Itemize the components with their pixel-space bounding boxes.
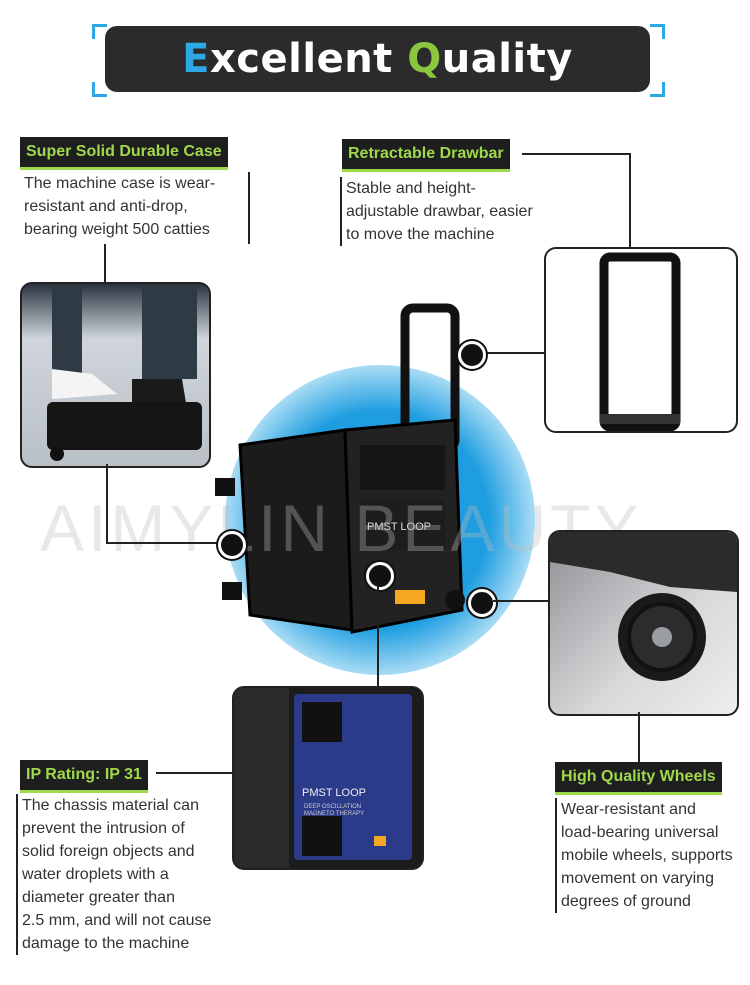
wheels-desc-line: Wear-resistant and	[561, 801, 696, 818]
ip-rating-desc-line: The chassis material can	[22, 797, 199, 814]
durable-case-desc-line: bearing weight 500 catties	[24, 221, 210, 238]
connector-line	[522, 153, 630, 155]
connector-line	[480, 352, 545, 354]
panel-brand: PMST LOOP	[302, 787, 366, 799]
ip-rating-desc-line: damage to the machine	[22, 935, 190, 952]
drawbar-label: Retractable Drawbar	[342, 139, 510, 172]
title-corner-bottom-right	[650, 82, 665, 97]
wheels-desc-line: degrees of ground	[561, 893, 691, 910]
hotspot-dot	[366, 562, 394, 590]
panel-subtitle-1: DEEP OSCILLATION	[304, 804, 361, 810]
durable-case-desc: The machine case is wear- resistant and …	[20, 172, 250, 244]
title-corner-top-right	[650, 24, 665, 39]
title-part-1: xcellent	[210, 36, 408, 82]
title-corner-top-left	[92, 24, 107, 39]
connector-line	[156, 772, 233, 774]
ip-rating-label: IP Rating: IP 31	[20, 760, 148, 793]
durable-case-photo	[20, 282, 211, 468]
durable-case-label: Super Solid Durable Case	[20, 137, 228, 170]
connector-line	[106, 542, 221, 544]
title-letter-q: Q	[407, 36, 442, 82]
drawbar-photo	[544, 247, 738, 433]
connector-line	[629, 153, 631, 248]
drawbar-desc-line: Stable and height-	[346, 180, 476, 197]
wheels-label: High Quality Wheels	[555, 762, 722, 795]
connector-line	[104, 244, 106, 282]
hotspot-dot	[468, 589, 496, 617]
connector-line	[106, 464, 108, 542]
durable-case-desc-line: resistant and anti-drop,	[24, 198, 188, 215]
hotspot-dot	[458, 341, 486, 369]
hotspot-dot	[218, 531, 246, 559]
connector-line	[493, 600, 549, 602]
ip-rating-photo: PMST LOOP DEEP OSCILLATION MAGNETO THERA…	[232, 686, 424, 870]
ip-rating-desc-line: 2.5 mm, and will not cause	[22, 912, 212, 929]
ip-rating-desc-line: prevent the intrusion of	[22, 820, 185, 837]
title-part-2: uality	[441, 36, 573, 82]
ip-rating-desc-line: diameter greater than	[22, 889, 175, 906]
wheels-photo	[548, 530, 739, 716]
connector-line	[377, 586, 379, 686]
panel-subtitle-2: MAGNETO THERAPY	[304, 811, 364, 817]
case-brand-text: PMST LOOP	[367, 521, 431, 533]
drawbar-desc-line: adjustable drawbar, easier	[346, 203, 533, 220]
wheels-desc-line: load-bearing universal	[561, 824, 719, 841]
ip-rating-desc: The chassis material can prevent the int…	[16, 794, 227, 955]
wheels-desc-line: movement on varying	[561, 870, 714, 887]
ip-rating-desc-line: solid foreign objects and	[22, 843, 195, 860]
drawbar-desc-line: to move the machine	[346, 226, 495, 243]
wheels-desc: Wear-resistant and load-bearing universa…	[555, 798, 750, 913]
ip-rating-desc-line: water droplets with a	[22, 866, 169, 883]
watermark: AIMYLIN BEAUTY	[40, 491, 643, 565]
title-corner-bottom-left	[92, 82, 107, 97]
wheels-desc-line: mobile wheels, supports	[561, 847, 733, 864]
title-letter-e: E	[182, 36, 210, 82]
connector-line	[638, 712, 640, 762]
drawbar-desc: Stable and height- adjustable drawbar, e…	[340, 177, 546, 246]
durable-case-desc-line: The machine case is wear-	[24, 175, 216, 192]
